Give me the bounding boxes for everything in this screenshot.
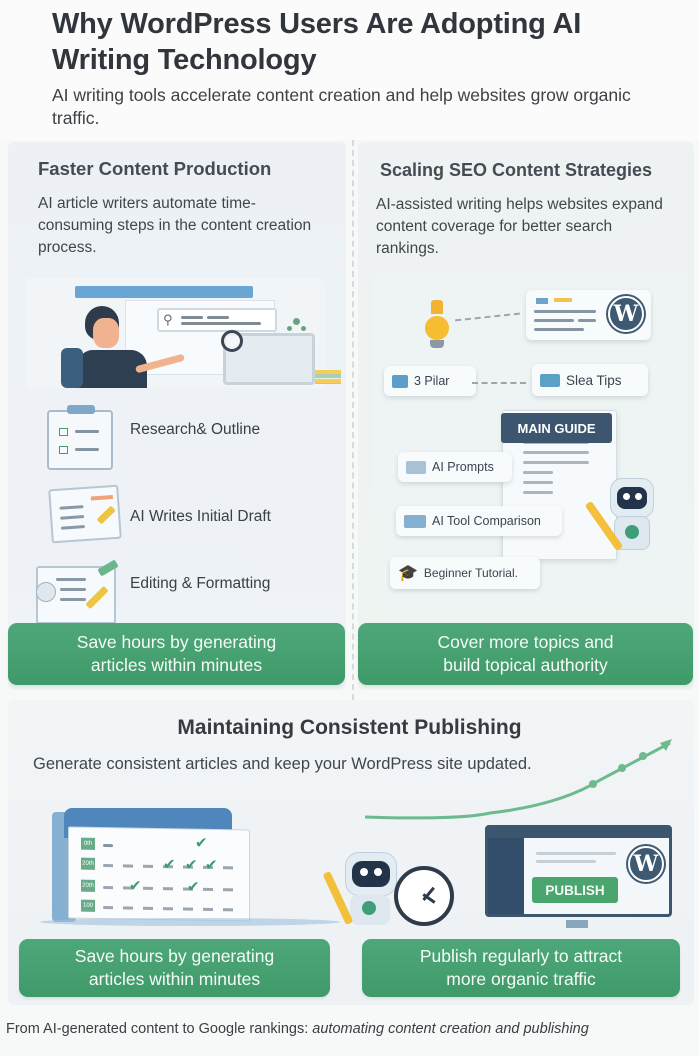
banner-line-1: Save hours by generating xyxy=(74,946,275,966)
topical-authority-banner: Cover more topics and build topical auth… xyxy=(358,623,693,685)
robot-body xyxy=(350,895,390,925)
faster-content-title: Faster Content Production xyxy=(38,158,272,179)
connector xyxy=(472,382,526,384)
check-icon: ✔ xyxy=(187,878,200,896)
scaling-seo-description: AI-assisted writing helps websites expan… xyxy=(376,196,663,257)
banner-line-1: Cover more topics and xyxy=(437,632,614,652)
laptop xyxy=(223,333,315,385)
pillar-icon xyxy=(392,374,408,388)
wordpress-icon: W xyxy=(608,296,644,332)
banner-line-2: more organic traffic xyxy=(446,969,596,989)
banner-line-1: Save hours by generating xyxy=(76,632,277,652)
node-label: AI Prompts xyxy=(432,460,494,474)
step-label: Research& Outline xyxy=(130,421,261,438)
consistent-publishing-title: Maintaining Consistent Publishing xyxy=(177,716,522,739)
books-stack xyxy=(315,370,341,384)
comparison-icon xyxy=(404,514,426,528)
monitor-stand xyxy=(566,920,588,928)
browser-bar xyxy=(75,286,253,298)
prompts-icon xyxy=(406,460,426,474)
step-label: Editing & Formatting xyxy=(130,575,271,592)
person-face xyxy=(93,318,119,348)
banner-line-2: articles within minutes xyxy=(90,655,263,675)
chair xyxy=(61,348,83,388)
tips-icon xyxy=(540,373,560,387)
step-label: AI Writes Initial Draft xyxy=(130,508,271,525)
search-icon: ⚲ xyxy=(163,312,173,327)
document-editing-icon xyxy=(36,559,119,624)
node-label: Slea Tips xyxy=(566,372,622,388)
consistent-publishing-description: Generate consistent articles and keep yo… xyxy=(33,755,532,773)
dot xyxy=(293,318,300,325)
wordpress-icon: W xyxy=(628,846,664,882)
organic-traffic-banner: Publish regularly to attract more organi… xyxy=(362,939,680,997)
node-tutorial: 🎓 Beginner Tutorial. xyxy=(390,557,540,589)
clock-icon xyxy=(394,866,454,926)
page-title: Why WordPress Users Are Adopting AI Writ… xyxy=(52,8,582,76)
document-pencil-icon xyxy=(48,484,122,544)
node-label: Beginner Tutorial. xyxy=(423,566,518,580)
check-icon: ✔ xyxy=(205,856,218,875)
node-pillar: 3 Pilar xyxy=(384,366,476,396)
clipboard-checklist-icon xyxy=(47,405,113,470)
main-guide-label: MAIN GUIDE xyxy=(501,413,612,443)
graduation-cap-icon: 🎓 xyxy=(398,565,418,582)
check-icon: ✔ xyxy=(163,856,176,874)
check-icon: ✔ xyxy=(129,877,142,895)
publishing-calendar-icon: 0th 20th 20th 100 ✔ ✔ ✔ ✔ ✔ ✔ xyxy=(68,826,250,922)
publish-button[interactable]: PUBLISH xyxy=(532,877,618,903)
faster-content-description: AI article writers automate time-consumi… xyxy=(38,195,312,256)
wordpress-card: W xyxy=(526,290,651,340)
banner-line-2: articles within minutes xyxy=(88,969,261,989)
node-tips: Slea Tips xyxy=(532,364,648,396)
robot-head-icon xyxy=(345,852,397,896)
robot-head-icon xyxy=(610,478,654,518)
scaling-seo-title: Scaling SEO Content Strategies xyxy=(380,160,653,180)
panel-divider xyxy=(352,140,354,700)
check-icon: ✔ xyxy=(185,856,198,874)
save-hours-banner-bottom: Save hours by generating articles within… xyxy=(19,939,330,997)
page-subtitle: AI writing tools accelerate content crea… xyxy=(52,85,631,128)
node-label: 3 Pilar xyxy=(414,374,450,388)
banner-line-2: build topical authority xyxy=(443,655,608,675)
magnifier-icon xyxy=(221,330,243,352)
node-comparison: AI Tool Comparison xyxy=(396,506,562,536)
lightbulb-icon xyxy=(425,316,449,340)
person-writing-illustration: ⚲ xyxy=(25,278,341,388)
search-bar: ⚲ xyxy=(157,308,277,332)
check-icon: ✔ xyxy=(195,834,208,852)
growth-trend-arrow xyxy=(364,739,672,820)
header: Why WordPress Users Are Adopting AI Writ… xyxy=(0,0,699,140)
footer-caption: From AI-generated content to Google rank… xyxy=(6,1021,589,1037)
calendar-shadow xyxy=(40,918,340,926)
banner-line-1: Publish regularly to attract xyxy=(419,946,623,966)
node-prompts: AI Prompts xyxy=(398,452,512,482)
node-label: AI Tool Comparison xyxy=(432,514,541,528)
wordpress-dashboard-monitor: W xyxy=(485,825,672,917)
save-hours-banner: Save hours by generating articles within… xyxy=(8,623,345,685)
